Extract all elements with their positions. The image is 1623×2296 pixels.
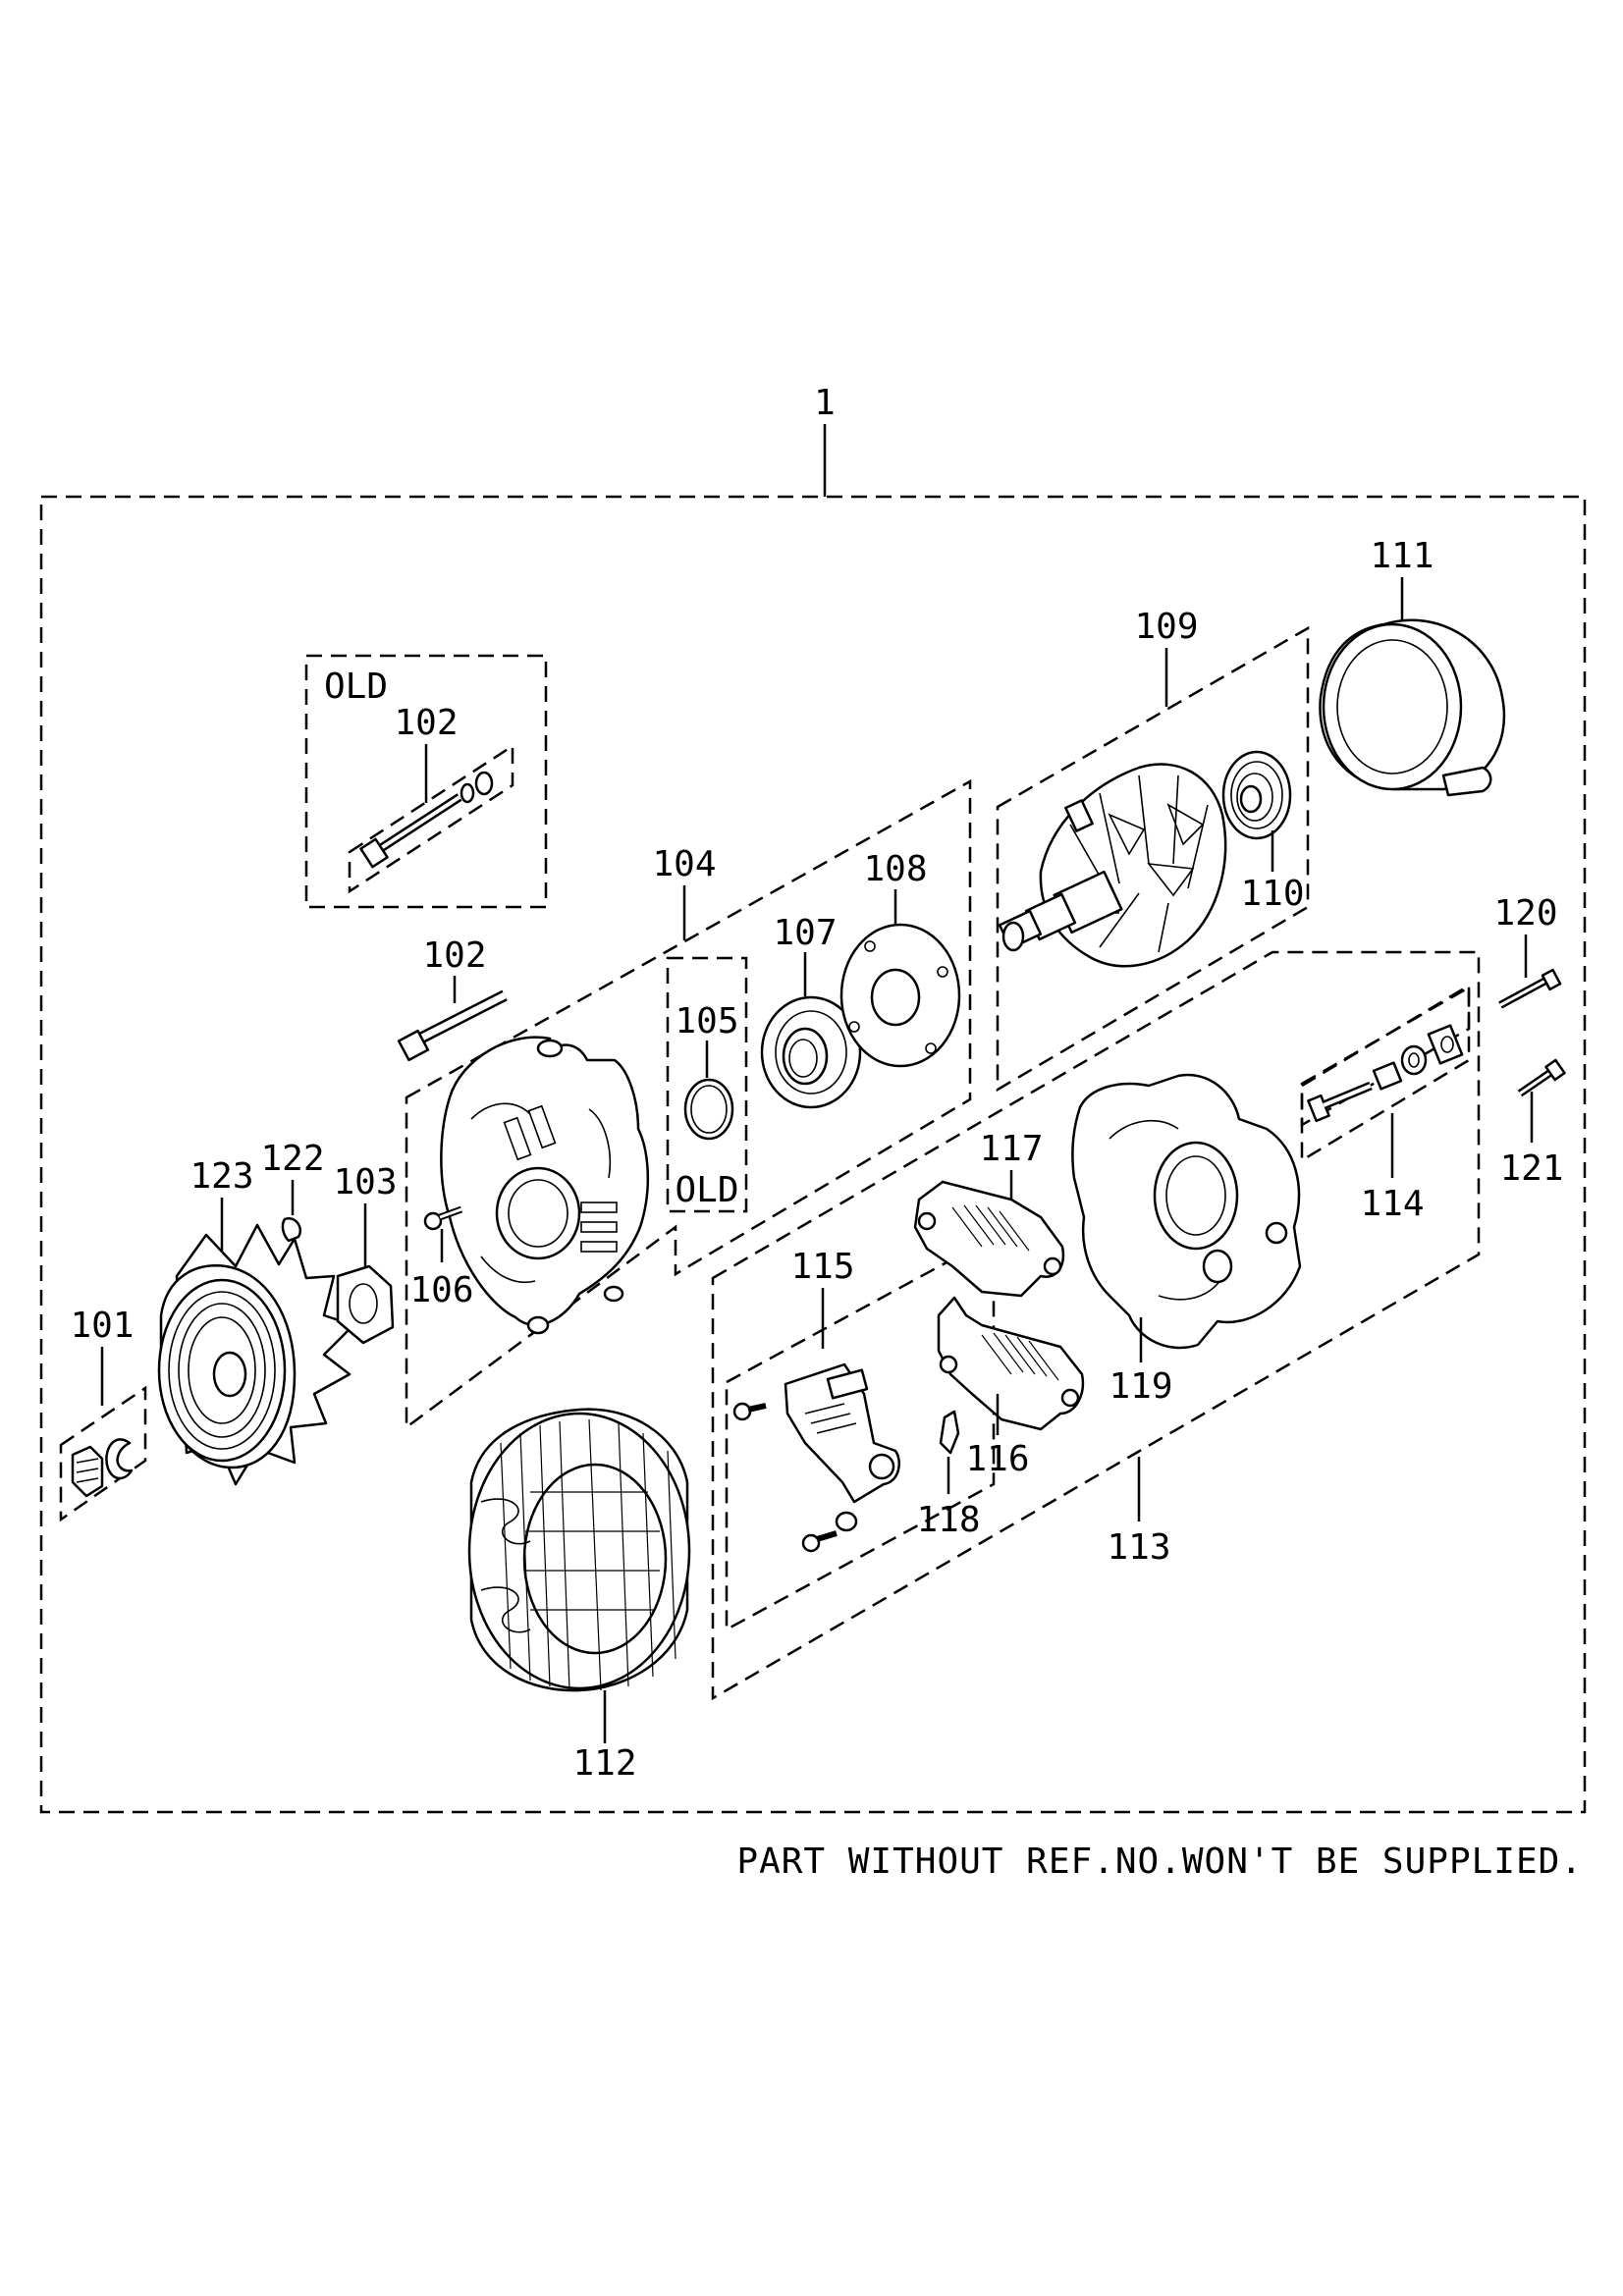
label-101: 101	[70, 1306, 134, 1346]
label-106: 106	[409, 1270, 473, 1310]
label-113: 113	[1107, 1527, 1170, 1568]
label-107: 107	[773, 913, 837, 953]
screw-regulator-a	[732, 1402, 767, 1421]
nut-washer-101: 101	[59, 1306, 147, 1522]
screw-regulator-b	[801, 1511, 858, 1553]
plate-108: 108	[839, 849, 961, 1068]
label-119: 119	[1109, 1366, 1172, 1407]
footnote: PART WITHOUT REF.NO.WON'T BE SUPPLIED.	[736, 1842, 1583, 1882]
label-old-bearing: OLD	[675, 1170, 738, 1210]
label-115: 115	[790, 1247, 854, 1287]
label-103: 103	[333, 1162, 397, 1202]
stator-112: 112	[467, 1408, 691, 1784]
old-bolt-group: OLD 102	[304, 654, 548, 909]
screw-120: 120	[1493, 893, 1562, 1009]
bolt-102-old	[359, 771, 494, 869]
label-122: 122	[260, 1139, 324, 1179]
label-111: 111	[1370, 536, 1434, 576]
label-102-old: 102	[394, 703, 458, 743]
label-104: 104	[652, 844, 716, 884]
label-112: 112	[572, 1743, 636, 1784]
label-123: 123	[189, 1156, 253, 1197]
front-bracket-group: 104 106 105	[405, 778, 972, 1430]
label-114: 114	[1360, 1184, 1424, 1224]
front-bracket	[440, 1036, 650, 1335]
slip-ring-110: 110	[1221, 750, 1305, 914]
terminal-118: 118	[916, 1410, 981, 1540]
rear-bracket-119: 119	[1071, 1073, 1302, 1407]
label-116: 116	[965, 1439, 1029, 1479]
label-1: 1	[814, 383, 836, 423]
label-117: 117	[979, 1129, 1043, 1169]
rotor-group: 109 110	[996, 607, 1310, 1093]
label-120: 120	[1493, 893, 1557, 934]
assembly-frame: 1	[39, 383, 1587, 1814]
pulley-fan-123: 123	[157, 1156, 355, 1486]
rectifier-117: 117	[913, 1129, 1065, 1298]
nut-103: 103	[333, 1162, 398, 1345]
label-121: 121	[1499, 1148, 1563, 1189]
label-105: 105	[675, 1001, 738, 1041]
label-108: 108	[863, 849, 927, 889]
bolt-102: 102	[397, 935, 508, 1062]
rectifier-116: 116	[937, 1296, 1085, 1479]
label-118: 118	[916, 1500, 980, 1540]
screw-106: 106	[409, 1205, 474, 1310]
label-109: 109	[1134, 607, 1198, 647]
label-110: 110	[1240, 874, 1304, 914]
label-102: 102	[422, 935, 486, 976]
label-old-top: OLD	[324, 667, 388, 707]
regulator	[784, 1362, 900, 1504]
screw-121: 121	[1499, 1058, 1566, 1189]
terminal-bolt-114	[1307, 1024, 1464, 1123]
bearing-107: 107	[760, 913, 862, 1109]
key-122: 122	[260, 1139, 325, 1243]
rear-bracket-group: 113 115 117	[711, 950, 1481, 1701]
cover-111: 111	[1319, 536, 1506, 797]
rotor	[998, 763, 1227, 968]
